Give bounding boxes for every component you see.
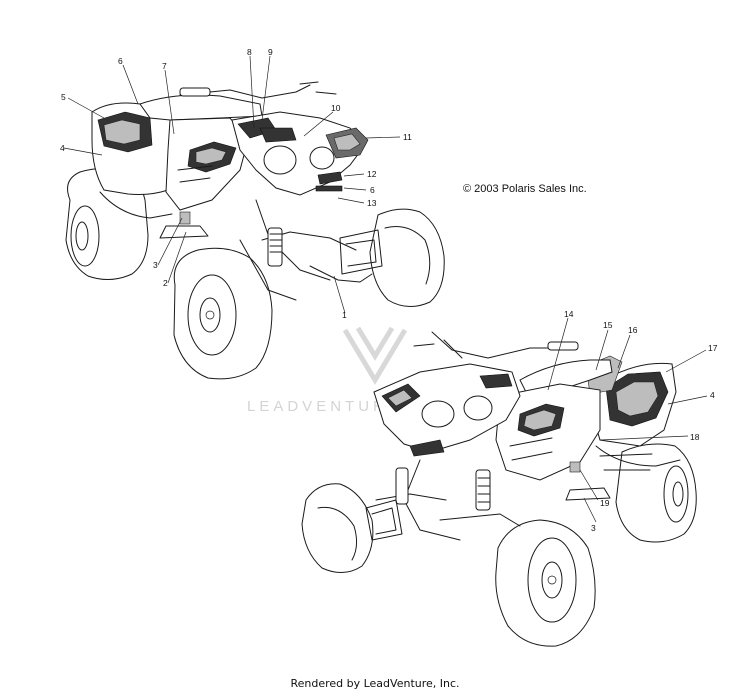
wheel-front-left-upper bbox=[369, 208, 445, 307]
wheel-rear-right-lower bbox=[615, 443, 697, 543]
callout-7: 7 bbox=[162, 61, 167, 71]
callout-13: 13 bbox=[367, 198, 377, 208]
rendered-by-footer: Rendered by LeadVenture, Inc. bbox=[290, 677, 460, 690]
callouts-lower: 14 15 16 17 4 18 19 3 bbox=[564, 309, 718, 533]
callout-4b: 4 bbox=[710, 390, 715, 400]
callout-6: 6 bbox=[118, 56, 123, 66]
callout-11: 11 bbox=[403, 132, 412, 142]
wheel-front-right-lower bbox=[301, 483, 374, 573]
callout-16: 16 bbox=[628, 325, 638, 335]
leader-lines-upper bbox=[63, 55, 401, 314]
callout-19: 19 bbox=[600, 498, 610, 508]
watermark: LEADVENTURE bbox=[247, 326, 408, 415]
atv-lower: 14 15 16 17 4 18 19 3 bbox=[301, 309, 718, 647]
callout-12: 12 bbox=[367, 169, 377, 179]
handlebar-lower bbox=[413, 331, 579, 359]
front-nose-lower bbox=[373, 363, 521, 457]
leader-lines-lower bbox=[547, 317, 708, 523]
callout-14: 14 bbox=[564, 309, 574, 319]
callout-18: 18 bbox=[690, 432, 700, 442]
body-side-upper bbox=[165, 117, 249, 225]
wheel-rear-left bbox=[65, 167, 149, 280]
callout-1: 1 bbox=[342, 310, 347, 320]
watermark-logo bbox=[342, 326, 408, 385]
rear-fender-lower bbox=[585, 355, 681, 471]
callout-6b: 6 bbox=[370, 185, 375, 195]
handlebar-upper bbox=[179, 81, 337, 99]
frame-upper bbox=[159, 199, 383, 301]
body-side-lower bbox=[495, 383, 611, 501]
callout-15: 15 bbox=[603, 320, 613, 330]
callout-4: 4 bbox=[60, 143, 65, 153]
copyright-notice: © 2003 Polaris Sales Inc. bbox=[463, 183, 587, 195]
callout-5: 5 bbox=[61, 92, 66, 102]
callout-3: 3 bbox=[153, 260, 158, 270]
callouts-upper: 6 7 8 9 5 10 4 11 12 6 13 3 2 1 bbox=[60, 47, 412, 320]
seat-upper bbox=[139, 94, 263, 121]
frame-lower bbox=[365, 459, 521, 541]
atv-upper: 6 7 8 9 5 10 4 11 12 6 13 3 2 1 bbox=[60, 47, 445, 380]
rear-fender-upper bbox=[91, 102, 178, 219]
front-nose-upper bbox=[231, 111, 369, 196]
callout-10: 10 bbox=[331, 103, 341, 113]
callout-8: 8 bbox=[247, 47, 252, 57]
watermark-text: LEADVENTURE bbox=[247, 398, 402, 415]
wheel-front-left-lower bbox=[495, 519, 596, 647]
callout-2: 2 bbox=[163, 278, 168, 288]
callout-3b: 3 bbox=[591, 523, 596, 533]
callout-9: 9 bbox=[268, 47, 273, 57]
callout-17: 17 bbox=[708, 343, 718, 353]
wheel-front-right bbox=[173, 247, 273, 380]
